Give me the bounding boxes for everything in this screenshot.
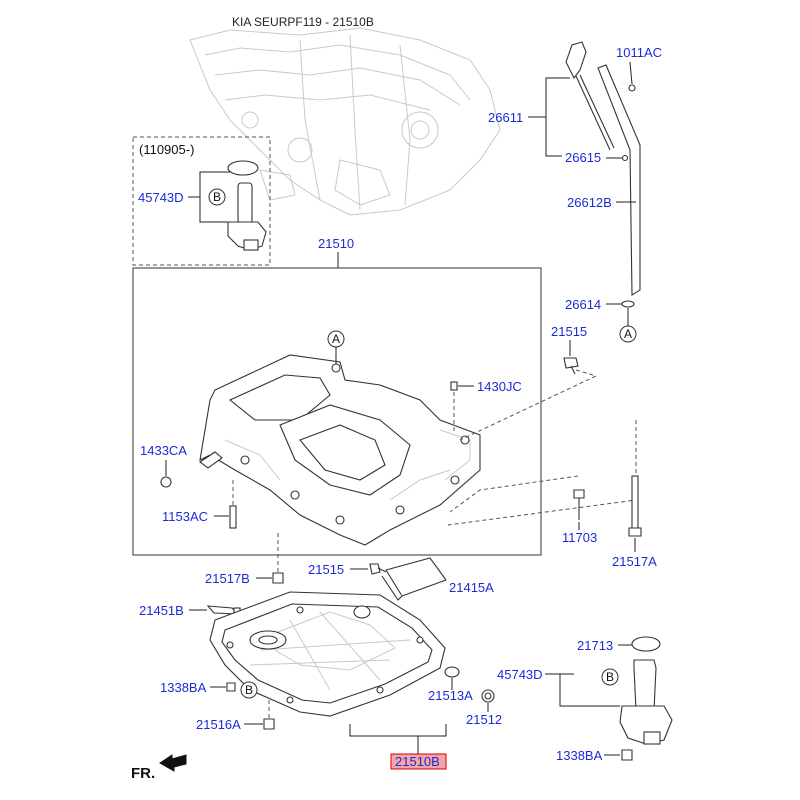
o-ring (227, 160, 259, 176)
svg-text:B: B (606, 670, 614, 684)
callout-1430JC[interactable]: 1430JC (477, 379, 522, 394)
svg-text:B: B (245, 683, 253, 697)
engine-block-ghost (189, 27, 501, 216)
level-sensor-top (227, 182, 267, 251)
ref-mark-B2 (240, 681, 258, 699)
inset-box: (110905-) 45743D B (132, 136, 271, 266)
callout-45743D-bottom[interactable]: 45743D (497, 667, 543, 682)
callout-11703[interactable]: 11703 (562, 530, 597, 545)
highlight-21510B (390, 753, 447, 770)
diagram-title: KIA SEURPF119 - 21510B (232, 15, 374, 29)
gasket-21513A (444, 666, 460, 678)
callout-21415A[interactable]: 21415A (449, 580, 494, 595)
ref-mark-A1 (619, 325, 637, 343)
callout-21517B[interactable]: 21517B (205, 571, 250, 586)
stud-1153AC (229, 480, 237, 529)
callout-26611[interactable]: 26611 (488, 110, 523, 125)
callout-1011AC[interactable]: 1011AC (616, 45, 662, 60)
bolt-21515-lower (369, 563, 387, 575)
front-arrow-icon (159, 754, 187, 772)
drain-bolt-21516A (263, 698, 275, 730)
bolt-11703 (573, 489, 585, 520)
bolt-21517B (272, 530, 284, 584)
callout-21512[interactable]: 21512 (466, 712, 502, 727)
callout-21510[interactable]: 21510 (318, 236, 354, 251)
callout-26612B[interactable]: 26612B (567, 195, 612, 210)
front-indicator: FR. (131, 754, 187, 782)
callout-21510B[interactable]: 21510B (395, 754, 440, 769)
callout-21451B[interactable]: 21451B (139, 603, 184, 618)
upper-oil-pan (199, 354, 481, 546)
callout-21515-lower[interactable]: 21515 (308, 562, 344, 577)
ref-mark-A2 (327, 330, 345, 348)
svg-text:B: B (213, 190, 221, 204)
callout-1433CA[interactable]: 1433CA (140, 443, 187, 458)
lower-oil-pan (209, 591, 446, 717)
callout-1153AC[interactable]: 1153AC (162, 509, 208, 524)
callout-21517A[interactable]: 21517A (612, 554, 657, 569)
bolt-21515-upper (563, 357, 579, 375)
upper-oil-pan-box (132, 267, 542, 556)
dipstick-assembly: 1011AC 26611 26615 26612B 26614 A (488, 41, 662, 343)
callout-1338BA-right[interactable]: 1338BA (556, 748, 603, 763)
callout-26614[interactable]: 26614 (565, 297, 601, 312)
ref-mark-B1 (208, 188, 226, 206)
baffle-21415A (381, 557, 447, 601)
level-sensor-bottom (619, 659, 673, 745)
callout-26615[interactable]: 26615 (565, 150, 601, 165)
callout-45743D-top[interactable]: 45743D (138, 190, 184, 205)
callout-1338BA-left[interactable]: 1338BA (160, 680, 207, 695)
callout-21513A[interactable]: 21513A (428, 688, 473, 703)
ref-mark-B3 (601, 668, 619, 686)
plug-21512 (481, 689, 495, 703)
svg-text:A: A (624, 327, 632, 341)
o-ring-21713 (631, 636, 661, 652)
callout-21713[interactable]: 21713 (577, 638, 613, 653)
stud-21517A (628, 475, 642, 537)
front-label: FR. (131, 765, 155, 782)
inset-date: (110905-) (139, 142, 194, 157)
callout-21515-upper[interactable]: 21515 (551, 324, 587, 339)
svg-text:A: A (332, 332, 340, 346)
callout-21516A[interactable]: 21516A (196, 717, 241, 732)
